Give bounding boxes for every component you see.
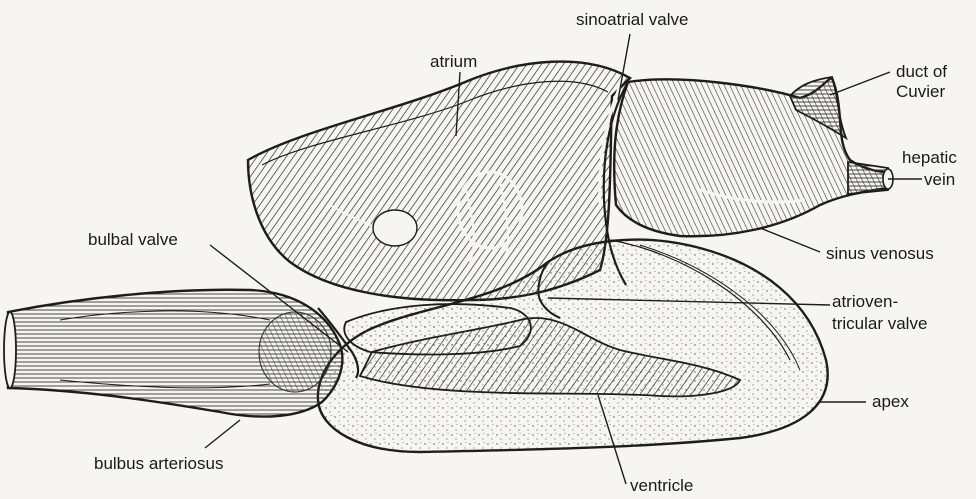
label-ventricle: ventricle <box>630 476 693 495</box>
leader-sinus-venosus <box>760 228 820 252</box>
label-atrioventricular-valve-2: tricular valve <box>832 314 927 333</box>
label-bulbal-valve: bulbal valve <box>88 230 178 249</box>
label-duct-of-cuvier-1: duct of <box>896 62 947 81</box>
label-sinus-venosus: sinus venosus <box>826 244 934 263</box>
label-hepatic-vein-2: vein <box>924 170 955 189</box>
label-apex: apex <box>872 392 909 411</box>
label-sinoatrial-valve: sinoatrial valve <box>576 10 688 29</box>
label-bulbus-arteriosus: bulbus arteriosus <box>94 454 223 473</box>
label-atrioventricular-valve-1: atrioven- <box>832 292 898 311</box>
hepatic-vein-shape <box>848 162 893 194</box>
sinus-venosus-shape <box>614 78 888 236</box>
label-duct-of-cuvier-2: Cuvier <box>896 82 945 101</box>
leader-duct-of-cuvier <box>830 72 890 95</box>
label-hepatic-vein-1: hepatic <box>902 148 957 167</box>
leader-bulbus-arteriosus <box>205 420 240 448</box>
label-atrium: atrium <box>430 52 477 71</box>
